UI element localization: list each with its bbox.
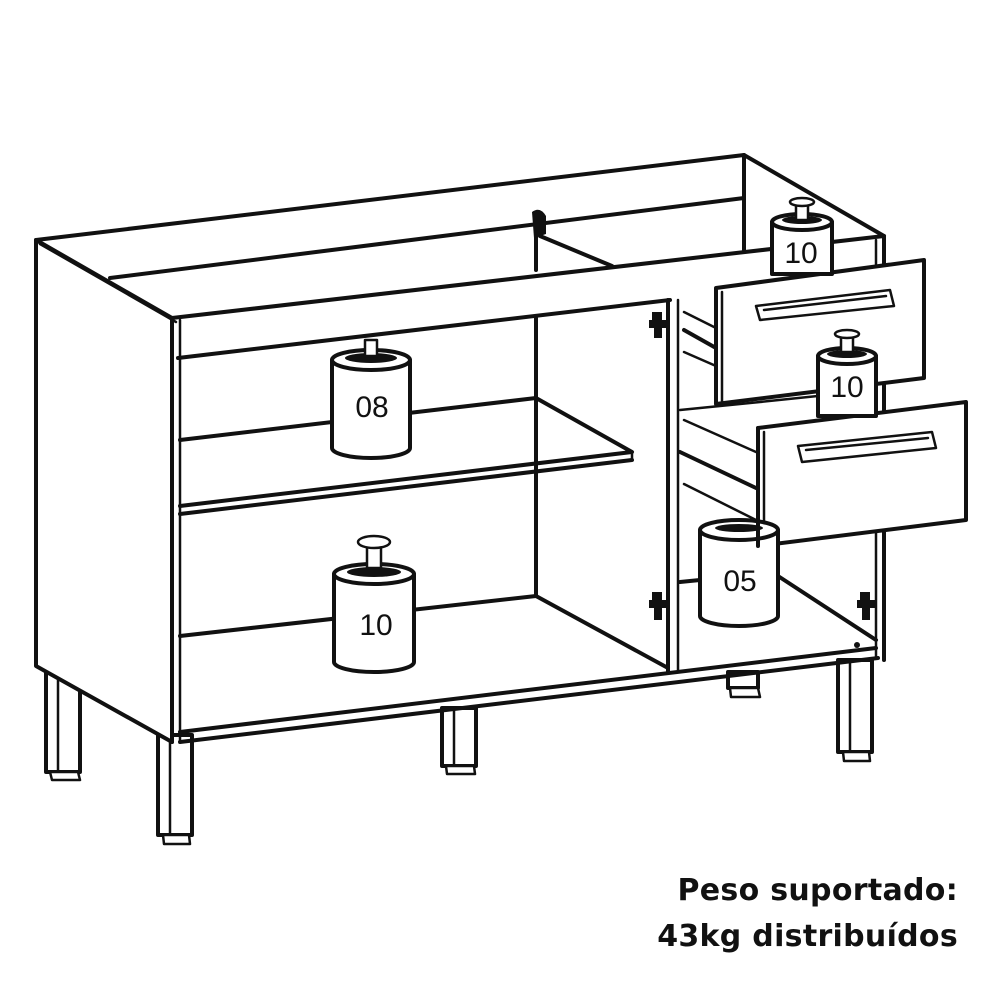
weight-label: 10 — [830, 371, 863, 404]
weight-shelf: 08 — [330, 338, 412, 460]
weight-label: 05 — [723, 565, 756, 598]
weight-top-right: 10 — [770, 196, 834, 276]
weight-label: 08 — [355, 391, 388, 424]
caption-line-2: 43kg distribuídos — [657, 919, 958, 954]
weight-drawer: 10 — [816, 328, 878, 418]
load-capacity-caption: Peso suportado: 43kg distribuídos — [657, 868, 958, 960]
weight-label: 10 — [784, 237, 817, 270]
weight-bottom-left: 10 — [332, 534, 416, 674]
door-hinges — [649, 312, 875, 620]
weight-bottom-right: 05 — [698, 518, 780, 628]
drawer-handle-icon — [754, 288, 896, 322]
lower-drawer[interactable] — [756, 400, 968, 548]
cabinet-body — [34, 153, 886, 744]
caption-line-1: Peso suportado: — [677, 873, 958, 908]
drawer-handle-icon — [796, 430, 938, 464]
weight-label: 10 — [359, 609, 392, 642]
